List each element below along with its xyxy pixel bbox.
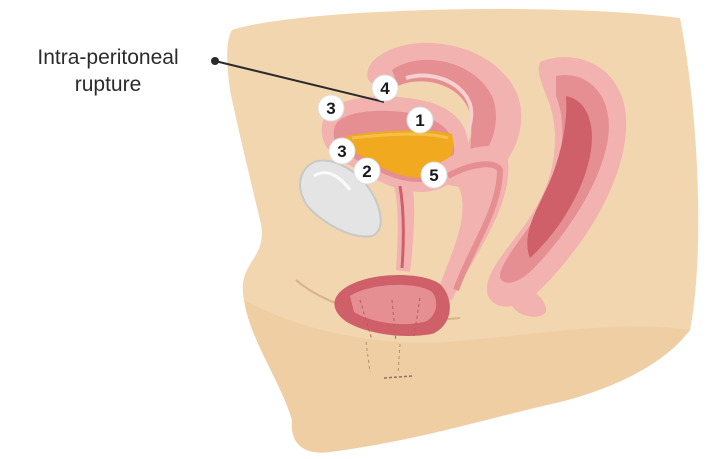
marker-2: 2 [354,158,380,184]
marker-1-label: 1 [415,111,424,130]
marker-1: 1 [407,107,433,133]
marker-5: 5 [421,162,447,188]
callout-label: Intra-peritoneal rupture [8,44,208,98]
callout-line-2: rupture [8,71,208,98]
marker-2-label: 2 [362,162,371,181]
callout-line-1: Intra-peritoneal [8,44,208,71]
marker-3-lower-label: 3 [337,142,346,161]
marker-3-upper-label: 3 [326,99,335,118]
marker-5-label: 5 [429,166,438,185]
marker-3-upper: 3 [318,95,344,121]
marker-3-lower: 3 [329,138,355,164]
marker-4-label: 4 [380,79,390,98]
marker-4: 4 [372,75,398,101]
